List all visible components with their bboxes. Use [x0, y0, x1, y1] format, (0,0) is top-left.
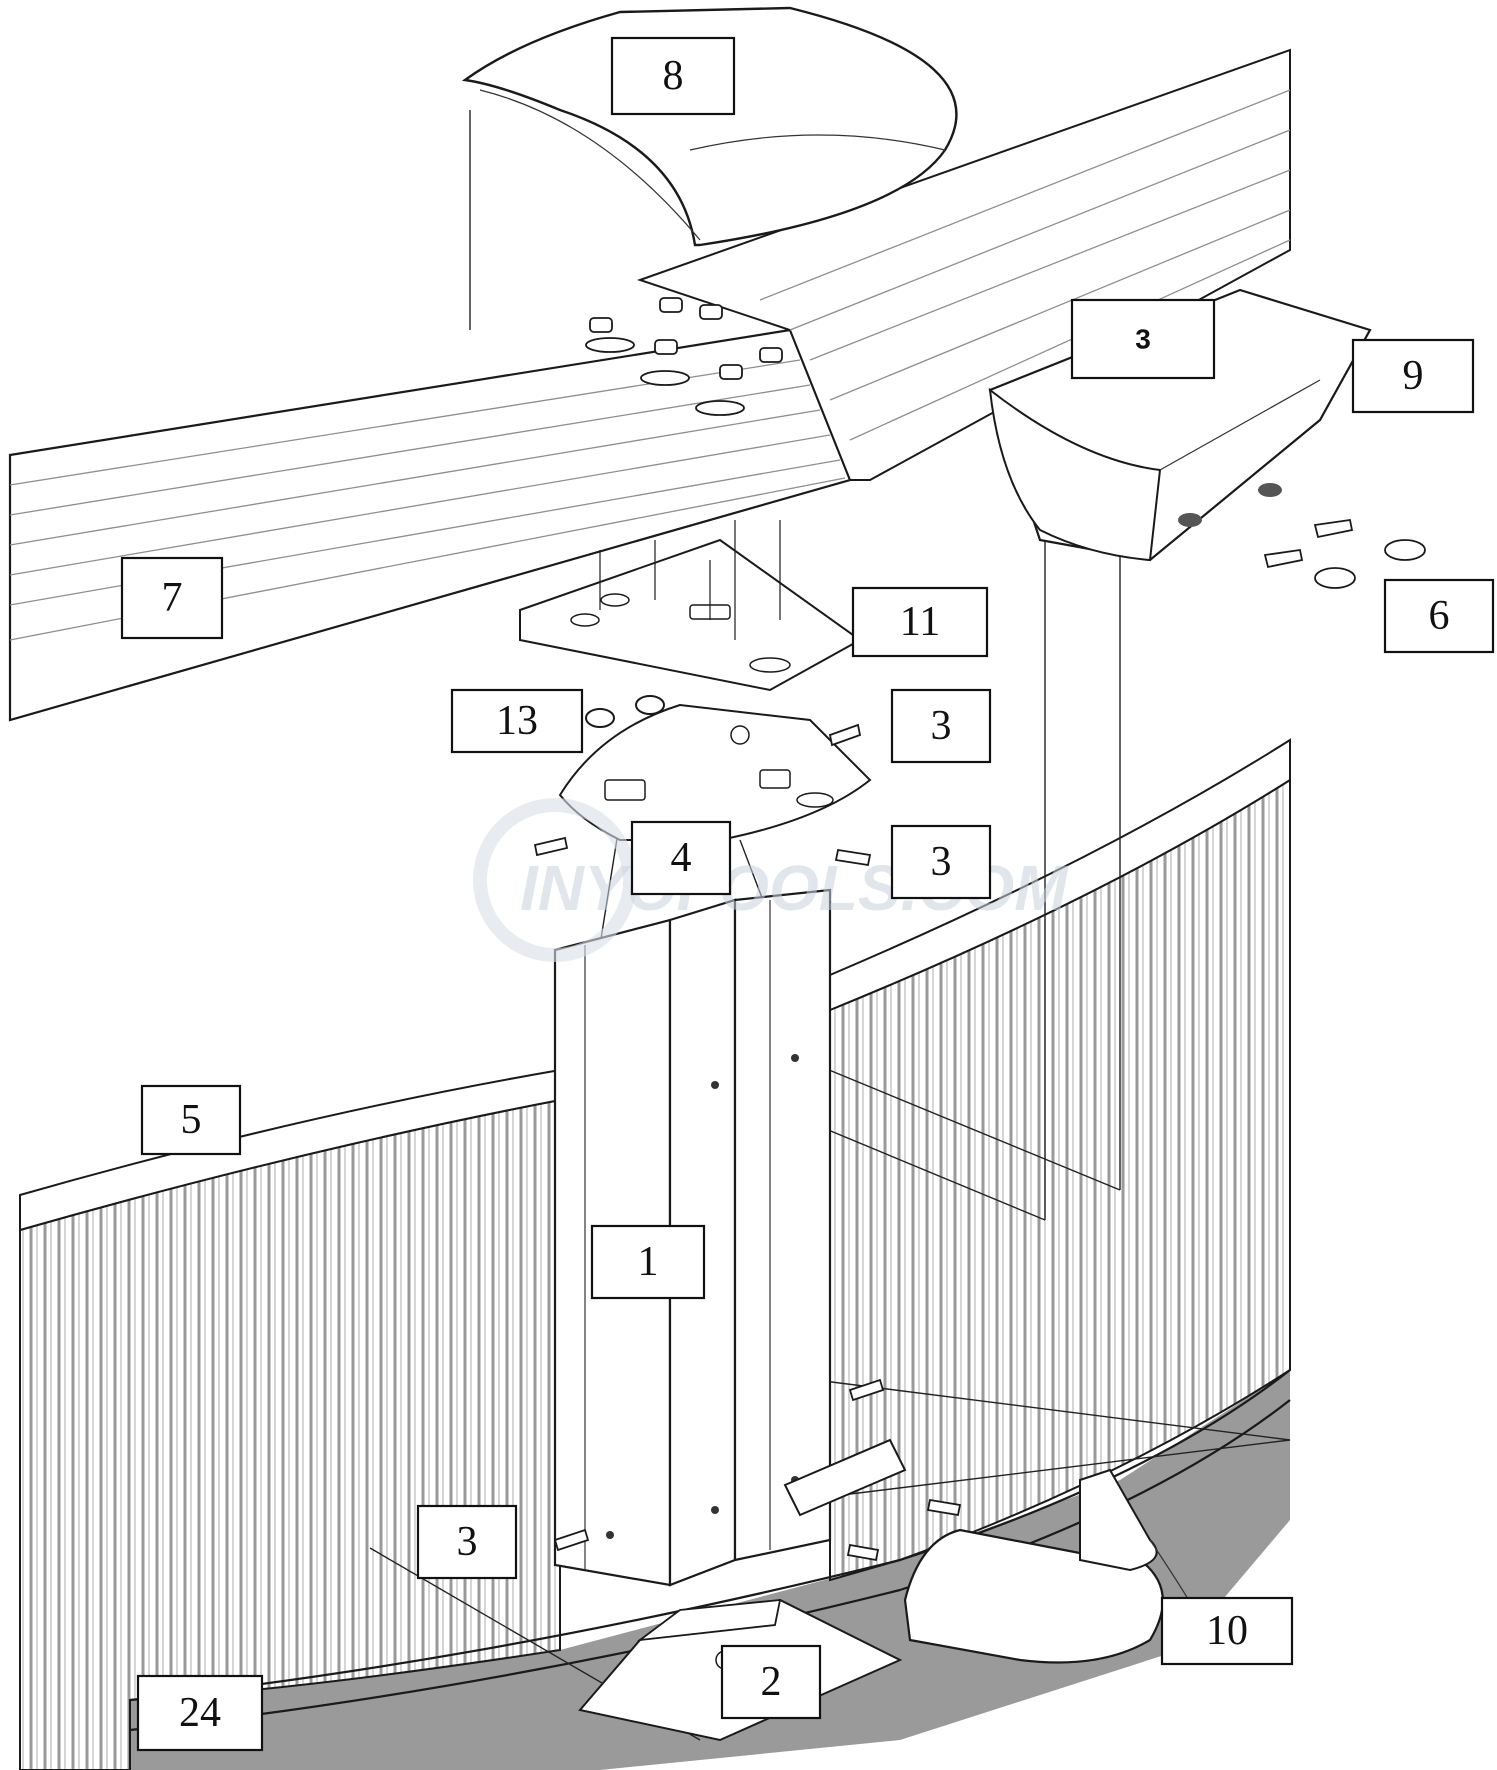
- callout-1: 1: [590, 1224, 706, 1300]
- callout-1-label: 1: [638, 1239, 659, 1285]
- plate-4: [558, 703, 872, 841]
- connector-9-holes: [1178, 483, 1282, 527]
- callout-9-label: 9: [1403, 353, 1424, 399]
- callout-10-label: 10: [1206, 1608, 1248, 1654]
- callout-8: 8: [610, 36, 736, 116]
- callout-10: 10: [1160, 1596, 1294, 1666]
- bottom-track-24: [129, 1369, 1291, 1702]
- callout-13-label: 13: [496, 698, 538, 744]
- top-rail-screws: [585, 297, 783, 416]
- bottom-plate-2-riser: [636, 1598, 782, 1642]
- top-cap-edge: [479, 89, 701, 241]
- top-rail-right-ribs: [759, 89, 1291, 441]
- screws-3-plate: [533, 723, 872, 867]
- connector-9-front: [988, 387, 1162, 562]
- callout-24: 24: [136, 1674, 264, 1752]
- bottom-track-lower: [129, 1399, 1291, 1732]
- callout-8-label: 8: [663, 53, 684, 99]
- callout-3b-label: 3: [931, 703, 952, 749]
- screws-3-post: [553, 1378, 962, 1562]
- callout-3a-label: 3: [1135, 324, 1151, 355]
- callout-3d-label: 3: [457, 1519, 478, 1565]
- nuts-13: [585, 695, 665, 728]
- callout-3c-label: 3: [931, 839, 952, 885]
- callout-7-label: 7: [162, 575, 183, 621]
- connector-9-edge: [1159, 379, 1321, 471]
- callout-24-label: 24: [179, 1690, 221, 1736]
- bottom-clip: [783, 1438, 907, 1517]
- callout-3c: 3: [890, 824, 992, 900]
- callout-9: 9: [1351, 338, 1475, 414]
- callout-6: 6: [1383, 578, 1495, 654]
- top-rail-right: [829, 738, 1291, 1012]
- callout-5: 5: [140, 1084, 242, 1156]
- callout-2-label: 2: [761, 1659, 782, 1705]
- callout-4: 4: [630, 820, 732, 896]
- callout-4-label: 4: [671, 835, 692, 881]
- callout-11: 11: [851, 586, 989, 658]
- screws-6: [1263, 518, 1426, 589]
- callout-6-label: 6: [1429, 593, 1450, 639]
- top-cap-crease: [689, 134, 946, 151]
- callout-13: 13: [450, 688, 584, 754]
- callout-11-label: 11: [900, 599, 940, 645]
- callout-3b: 3: [890, 688, 992, 764]
- callout-3a: 3: [1070, 298, 1216, 380]
- callout-7: 7: [120, 556, 224, 640]
- callout-3d: 3: [416, 1504, 518, 1580]
- callout-2: 2: [720, 1644, 822, 1720]
- callout-5-label: 5: [181, 1097, 202, 1143]
- top-cap-8: [461, 6, 958, 247]
- plate-4-cutouts: [604, 725, 834, 808]
- plate-11-bolts: [599, 520, 781, 640]
